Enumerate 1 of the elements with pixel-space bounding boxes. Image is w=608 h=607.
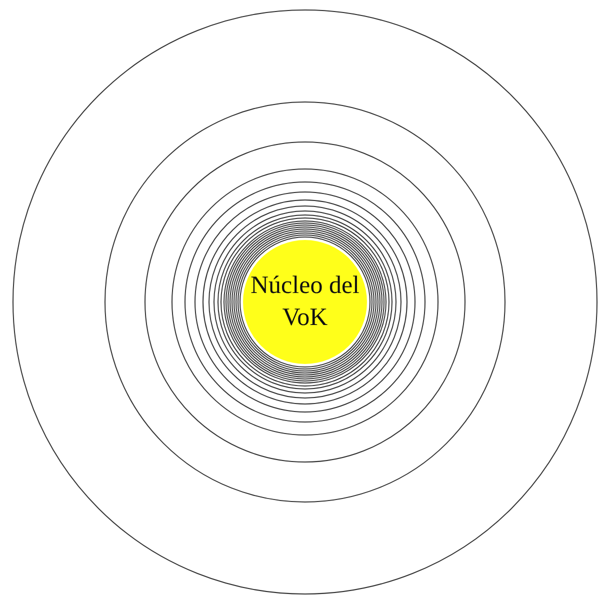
nucleus-label: Núcleo del VoK — [250, 271, 360, 333]
